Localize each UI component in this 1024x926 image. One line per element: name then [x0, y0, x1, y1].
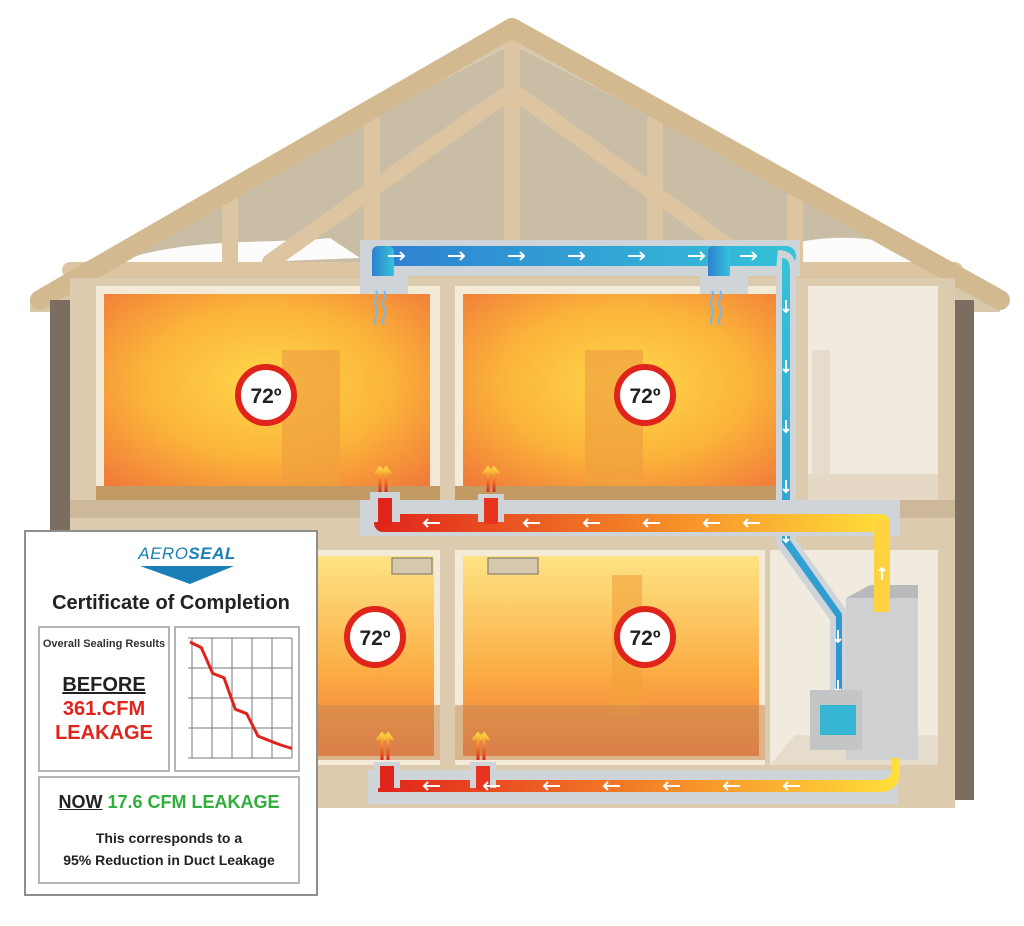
room-lower-left — [300, 550, 440, 765]
roof — [30, 18, 1010, 312]
thermostat-upper-left: 72º — [235, 364, 297, 426]
leakage-graph-box — [174, 626, 300, 772]
room-lower-right — [455, 550, 765, 765]
now-results-box: NOW 17.6 CFM LEAKAGE This corresponds to… — [38, 776, 300, 884]
results-heading: Overall Sealing Results — [42, 638, 166, 650]
now-label: NOW — [58, 792, 103, 812]
thermostat-reading: 72º — [359, 627, 390, 650]
supply-duct-upper — [360, 465, 900, 612]
room-upper-side — [808, 286, 938, 500]
thermostat-lower-right: 72º — [614, 606, 676, 668]
sealing-results-box: Overall Sealing Results BEFORE 361.CFM L… — [38, 626, 170, 772]
now-value: 17.6 CFM LEAKAGE — [107, 792, 280, 812]
certificate-title: Certificate of Completion — [52, 592, 290, 614]
thermostat-reading: 72º — [629, 385, 660, 408]
room-upper-right — [455, 286, 795, 500]
logo-suffix: SEAL — [188, 544, 236, 563]
before-value: 361.CFM — [62, 698, 146, 720]
before-label: BEFORE — [62, 674, 146, 696]
before-unit: LEAKAGE — [55, 722, 153, 744]
thermostat-reading: 72º — [250, 385, 281, 408]
logo-prefix: AERO — [138, 544, 189, 563]
certificate-of-completion: AEROSEAL Certificate of Completion Overa… — [24, 530, 318, 896]
description-line-2: 95% Reduction in Duct Leakage — [63, 852, 275, 868]
description-line-1: This corresponds to a — [95, 830, 243, 846]
thermostat-upper-right: 72º — [614, 364, 676, 426]
aeroseal-logo: AEROSEAL — [122, 544, 252, 584]
leakage-line-chart — [188, 637, 293, 759]
furnace — [810, 585, 918, 760]
thermostat-lower-left: 72º — [344, 606, 406, 668]
logo-swoosh-icon — [140, 566, 234, 584]
return-duct-attic — [360, 240, 800, 326]
supply-duct-lower — [368, 731, 900, 804]
leakage-series-line — [189, 640, 293, 750]
thermostat-reading: 72º — [629, 627, 660, 650]
